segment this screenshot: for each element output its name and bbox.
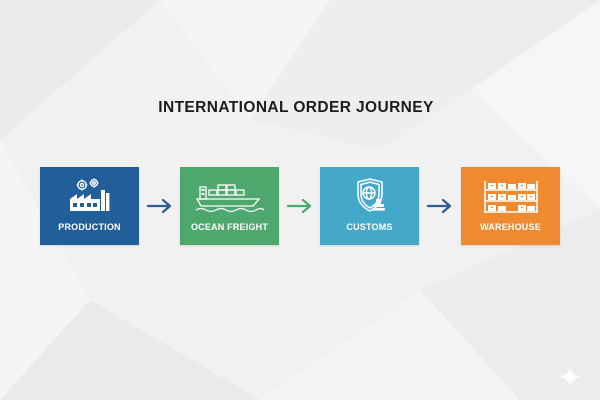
step-customs: CUSTOMS xyxy=(320,167,419,245)
step-label: CUSTOMS xyxy=(346,222,393,232)
step-warehouse: WAREHOUSE xyxy=(461,167,560,245)
step-ocean-freight: OCEAN FREIGHT xyxy=(180,167,279,245)
step-production: PRODUCTION xyxy=(40,167,139,245)
warehouse-shelves-icon xyxy=(484,181,538,213)
step-label: PRODUCTION xyxy=(58,222,121,232)
diagram-title: INTERNATIONAL ORDER JOURNEY xyxy=(158,99,434,116)
customs-shield-icon xyxy=(357,178,385,212)
step-label: OCEAN FREIGHT xyxy=(190,222,269,232)
arrow-right-icon xyxy=(426,198,452,214)
arrow-right-icon xyxy=(286,198,312,214)
cargo-ship-icon xyxy=(195,184,265,213)
step-label: WAREHOUSE xyxy=(480,222,541,232)
sparkle-icon xyxy=(558,367,582,387)
factory-icon xyxy=(70,178,110,211)
arrow-right-icon xyxy=(146,198,172,214)
